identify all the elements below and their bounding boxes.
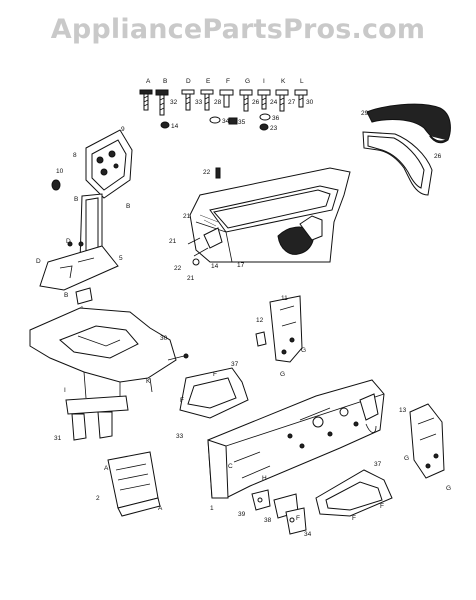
tag-c: C <box>228 463 233 470</box>
hw-num-28: 28 <box>214 99 222 106</box>
steering-support-part[interactable]: D D 5 B <box>36 193 123 299</box>
fender-bracket-part[interactable]: 31 I <box>54 387 129 442</box>
callout-30: 30 <box>160 335 168 342</box>
hw-num-33: 33 <box>195 99 203 106</box>
seat-pan-part[interactable]: 26 <box>362 131 442 196</box>
hw-num-35: 35 <box>238 119 246 126</box>
plate-37b-part[interactable]: 37 F F 34 <box>304 461 393 538</box>
pin-22-part[interactable]: 22 <box>203 167 221 179</box>
bolt-k[interactable]: K 27 <box>275 78 296 112</box>
fender-body-part[interactable]: 30 K <box>29 307 189 400</box>
callout-21b: 21 <box>187 275 195 282</box>
seat-part[interactable]: 29 <box>361 103 451 144</box>
hw-letter-e: E <box>206 78 211 85</box>
hw-letter-l: L <box>300 78 304 85</box>
tag-f2: F <box>180 397 184 404</box>
callout-22a: 22 <box>203 169 211 176</box>
side-panel-11-part[interactable]: 11 12 G G <box>255 295 306 378</box>
side-panel-13-part[interactable]: 13 G G <box>399 403 451 492</box>
bolt-l[interactable]: L 30 <box>294 78 314 108</box>
battery-box-part[interactable]: A A 2 <box>96 451 163 517</box>
callout-38: 38 <box>264 517 272 524</box>
callout-33: 33 <box>176 433 184 440</box>
tag-b1: B <box>74 196 78 203</box>
callout-8: 8 <box>73 152 77 159</box>
callout-12: 12 <box>256 317 264 324</box>
hw-letter-b: B <box>163 78 167 85</box>
tag-b2: B <box>126 203 130 210</box>
tag-f3: F <box>296 515 300 522</box>
callout-31: 31 <box>54 435 62 442</box>
callout-34: 34 <box>304 531 312 538</box>
hw-num-23: 23 <box>270 125 278 132</box>
tag-d2: D <box>36 258 41 265</box>
callout-37b: 37 <box>374 461 382 468</box>
hw-letter-f: F <box>226 78 230 85</box>
tag-f1: F <box>213 371 217 378</box>
tag-f4: F <box>380 503 384 510</box>
callout-21a: 21 <box>169 238 177 245</box>
battery-tray-part[interactable]: 37 F F 33 <box>176 361 249 440</box>
callout-19: 14 <box>211 263 219 270</box>
tag-f5: F <box>352 515 356 522</box>
tag-g4: G <box>446 485 451 492</box>
dash-panel-part[interactable]: 9 8 B B <box>73 126 133 210</box>
bolt-d[interactable]: D 33 <box>181 78 203 111</box>
tag-b3: B <box>64 292 68 299</box>
callout-1: 1 <box>210 505 214 512</box>
key-switch-part[interactable]: 10 <box>51 168 64 191</box>
hw-letter-d: D <box>186 78 191 85</box>
bolt-e[interactable]: E 28 <box>200 78 222 111</box>
hw-letter-g: G <box>245 78 250 85</box>
callout-9: 9 <box>121 126 125 133</box>
chassis-frame-part[interactable]: 1 C H <box>207 379 385 512</box>
bolt-b[interactable]: B 32 14 <box>155 78 179 130</box>
hood-bracket-parts[interactable]: 21 21 22 21 14 <box>169 213 223 282</box>
tag-a2: A <box>158 505 163 512</box>
hw-num-30: 30 <box>306 99 314 106</box>
callout-2: 2 <box>96 495 100 502</box>
tag-a1: A <box>104 465 109 472</box>
hw-num-26: 26 <box>252 99 260 106</box>
bolt-a[interactable]: A <box>139 78 153 111</box>
tag-i1: I <box>64 387 66 394</box>
callout-26: 26 <box>434 153 442 160</box>
callout-22b: 22 <box>174 265 182 272</box>
hw-num-32: 32 <box>170 99 178 106</box>
tag-g2: G <box>280 371 285 378</box>
tag-g3: G <box>404 455 409 462</box>
callout-39: 39 <box>238 511 246 518</box>
bolt-f[interactable]: F 34 <box>209 78 234 125</box>
hw-num-24: 24 <box>270 99 278 106</box>
tag-g1: G <box>301 347 306 354</box>
hw-num-27: 27 <box>288 99 296 106</box>
callout-10: 10 <box>56 168 64 175</box>
bolt-i[interactable]: I 24 36 23 <box>257 78 280 132</box>
hw-num-29: 34 <box>222 118 230 125</box>
watermark-logo: AppliancePartsPros.com <box>50 14 426 45</box>
hw-letter-i: I <box>263 78 265 85</box>
hw-letter-a: A <box>146 78 151 85</box>
callout-17: 17 <box>237 262 245 269</box>
bolt-g[interactable]: G 26 35 <box>228 78 260 126</box>
hw-num-14: 14 <box>171 123 179 130</box>
mount-bracket-parts[interactable]: 39 38 F <box>238 489 307 535</box>
callout-5: 5 <box>119 255 123 262</box>
hw-letter-k: K <box>281 78 286 85</box>
tag-h: H <box>262 475 267 482</box>
hw-num-36: 36 <box>272 115 280 122</box>
tag-d1: D <box>66 238 71 245</box>
callout-37a: 37 <box>231 361 239 368</box>
callout-13: 13 <box>399 407 407 414</box>
callout-16-alt: 21 <box>183 213 191 220</box>
callout-11: 11 <box>281 295 288 302</box>
callout-29: 29 <box>361 110 369 117</box>
hood-part[interactable]: 17 <box>189 167 351 269</box>
hardware-group: A B 32 14 D 33 E 28 F <box>139 78 314 132</box>
tag-k1: K <box>146 378 151 385</box>
